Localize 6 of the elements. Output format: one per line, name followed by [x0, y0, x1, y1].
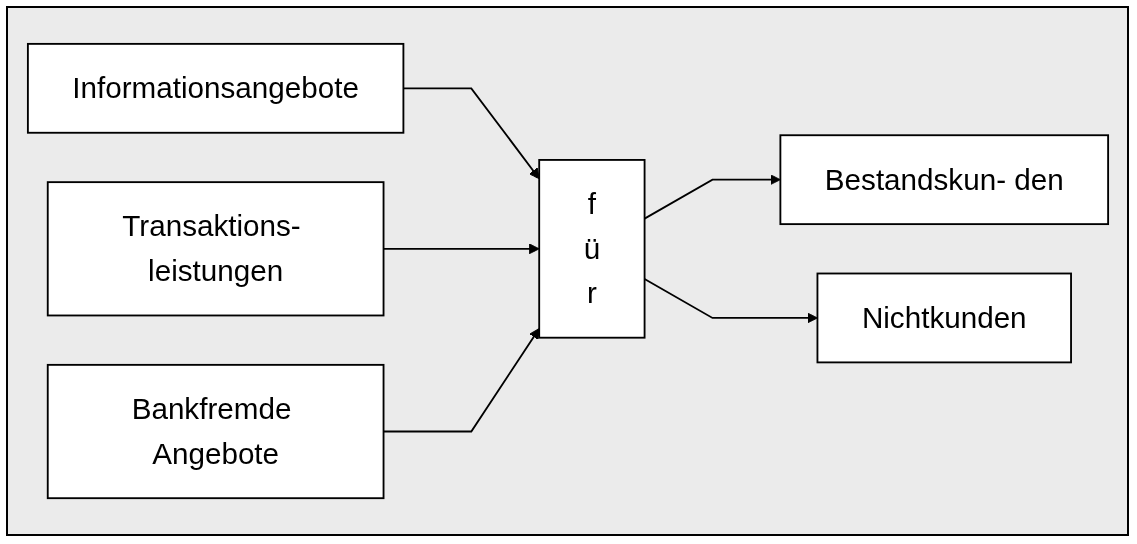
node-box: Informationsangebote — [26, 42, 404, 134]
node-box: f ü r — [537, 158, 645, 339]
node-box: Transaktions- leistungen — [46, 181, 384, 317]
node-box: Bestandskun- den — [778, 134, 1109, 225]
node-box: Bankfremde Angebote — [46, 363, 384, 500]
node-box: Nichtkunden — [816, 272, 1072, 364]
